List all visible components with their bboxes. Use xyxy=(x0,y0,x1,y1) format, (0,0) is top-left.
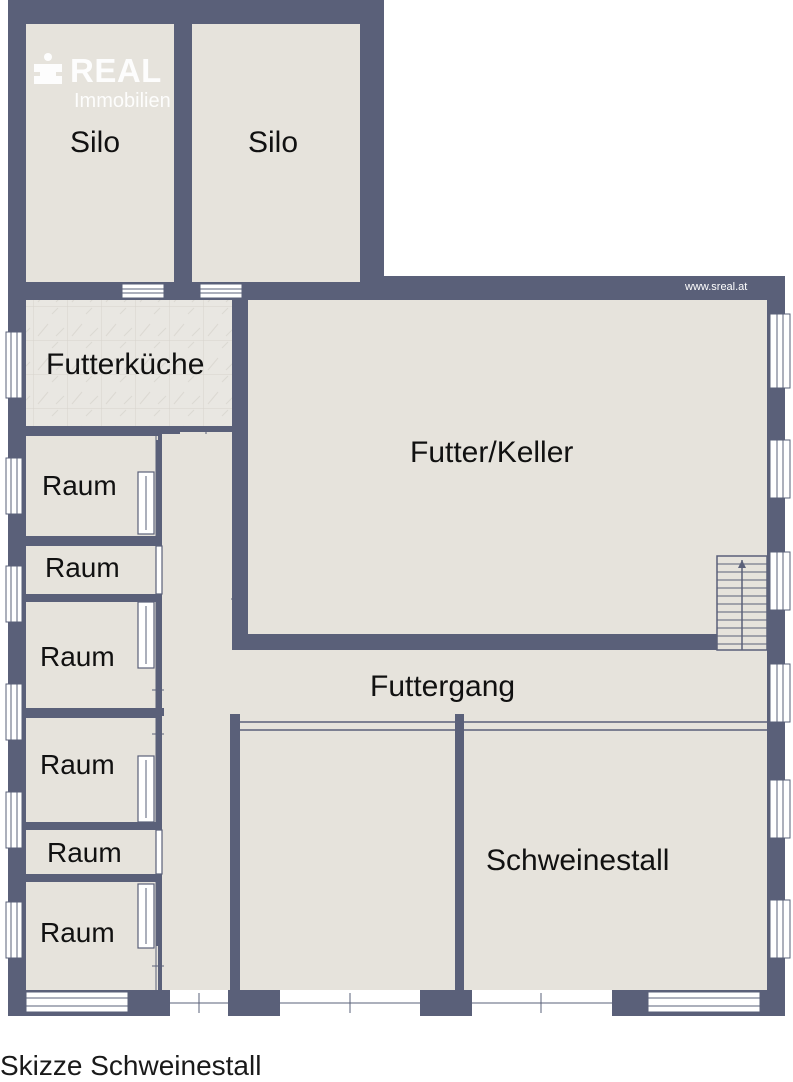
plan-caption: Skizze Schweinestall xyxy=(0,1050,262,1081)
staircase xyxy=(716,555,768,651)
futter-keller-floor xyxy=(248,300,767,634)
logo-brand: REAL xyxy=(70,52,162,89)
sparkasse-s-icon xyxy=(34,53,62,84)
room-label-silo-left: Silo xyxy=(70,126,121,159)
room-label-raum-2: Raum xyxy=(45,552,120,583)
room-label-futterkueche: Futterküche xyxy=(46,348,205,381)
room-label-raum-4: Raum xyxy=(40,749,115,780)
raum-4-floor xyxy=(26,718,158,822)
futterkueche-floor xyxy=(26,300,232,426)
stall-rails xyxy=(240,721,767,731)
raum-6-floor xyxy=(26,882,158,990)
bottom-doors xyxy=(170,990,612,1016)
room-label-silo-right: Silo xyxy=(248,126,299,159)
corridor-floor xyxy=(162,432,767,990)
silo-right-floor xyxy=(192,24,360,282)
raum-3-floor xyxy=(26,602,158,708)
room-label-raum-1: Raum xyxy=(42,470,117,501)
room-label-raum-6: Raum xyxy=(40,917,115,948)
room-label-schweinestall: Schweinestall xyxy=(486,844,670,877)
logo-subtitle: Immobilien xyxy=(74,90,171,112)
room-label-futter-keller: Futter/Keller xyxy=(410,436,574,469)
raum-1-floor xyxy=(26,436,158,536)
room-label-raum-5: Raum xyxy=(47,837,122,868)
windows xyxy=(5,283,791,1013)
room-label-futtergang: Futtergang xyxy=(370,670,516,703)
raum-5-floor xyxy=(26,830,158,874)
room-floors xyxy=(26,24,767,990)
interior-walls xyxy=(26,300,717,1016)
raum-2-floor xyxy=(26,546,158,594)
website-label: www.sreal.at xyxy=(685,281,748,293)
room-label-raum-3: Raum xyxy=(40,641,115,672)
